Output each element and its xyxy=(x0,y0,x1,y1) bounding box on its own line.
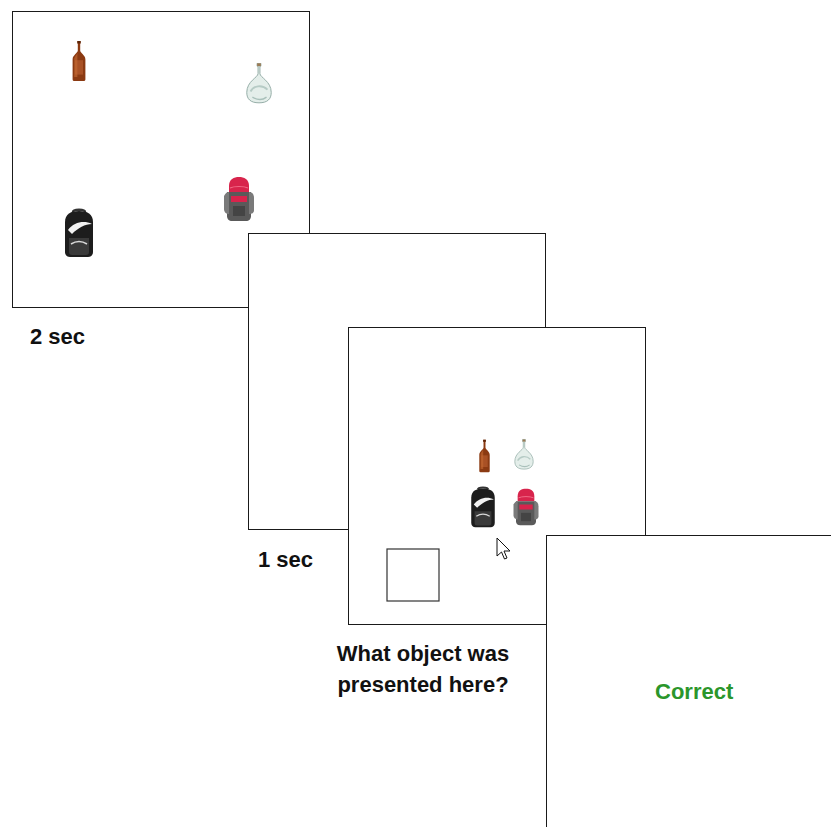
mouse-cursor xyxy=(497,538,510,559)
feedback-frame: Correct xyxy=(546,535,831,827)
prompt-text: What object was presented here? xyxy=(308,638,538,700)
black-backpack xyxy=(65,210,93,257)
location-probe xyxy=(387,549,439,601)
brown-bottle xyxy=(479,440,489,473)
red-backpack xyxy=(514,489,539,526)
duration-label: 2 sec xyxy=(30,321,150,352)
black-backpack xyxy=(471,487,495,527)
feedback-text: Correct xyxy=(655,676,775,707)
glass-bottle xyxy=(515,439,533,469)
glass-bottle xyxy=(247,63,271,103)
red-backpack xyxy=(224,177,254,221)
duration-label: 1 sec xyxy=(258,544,348,575)
brown-bottle xyxy=(73,41,86,81)
